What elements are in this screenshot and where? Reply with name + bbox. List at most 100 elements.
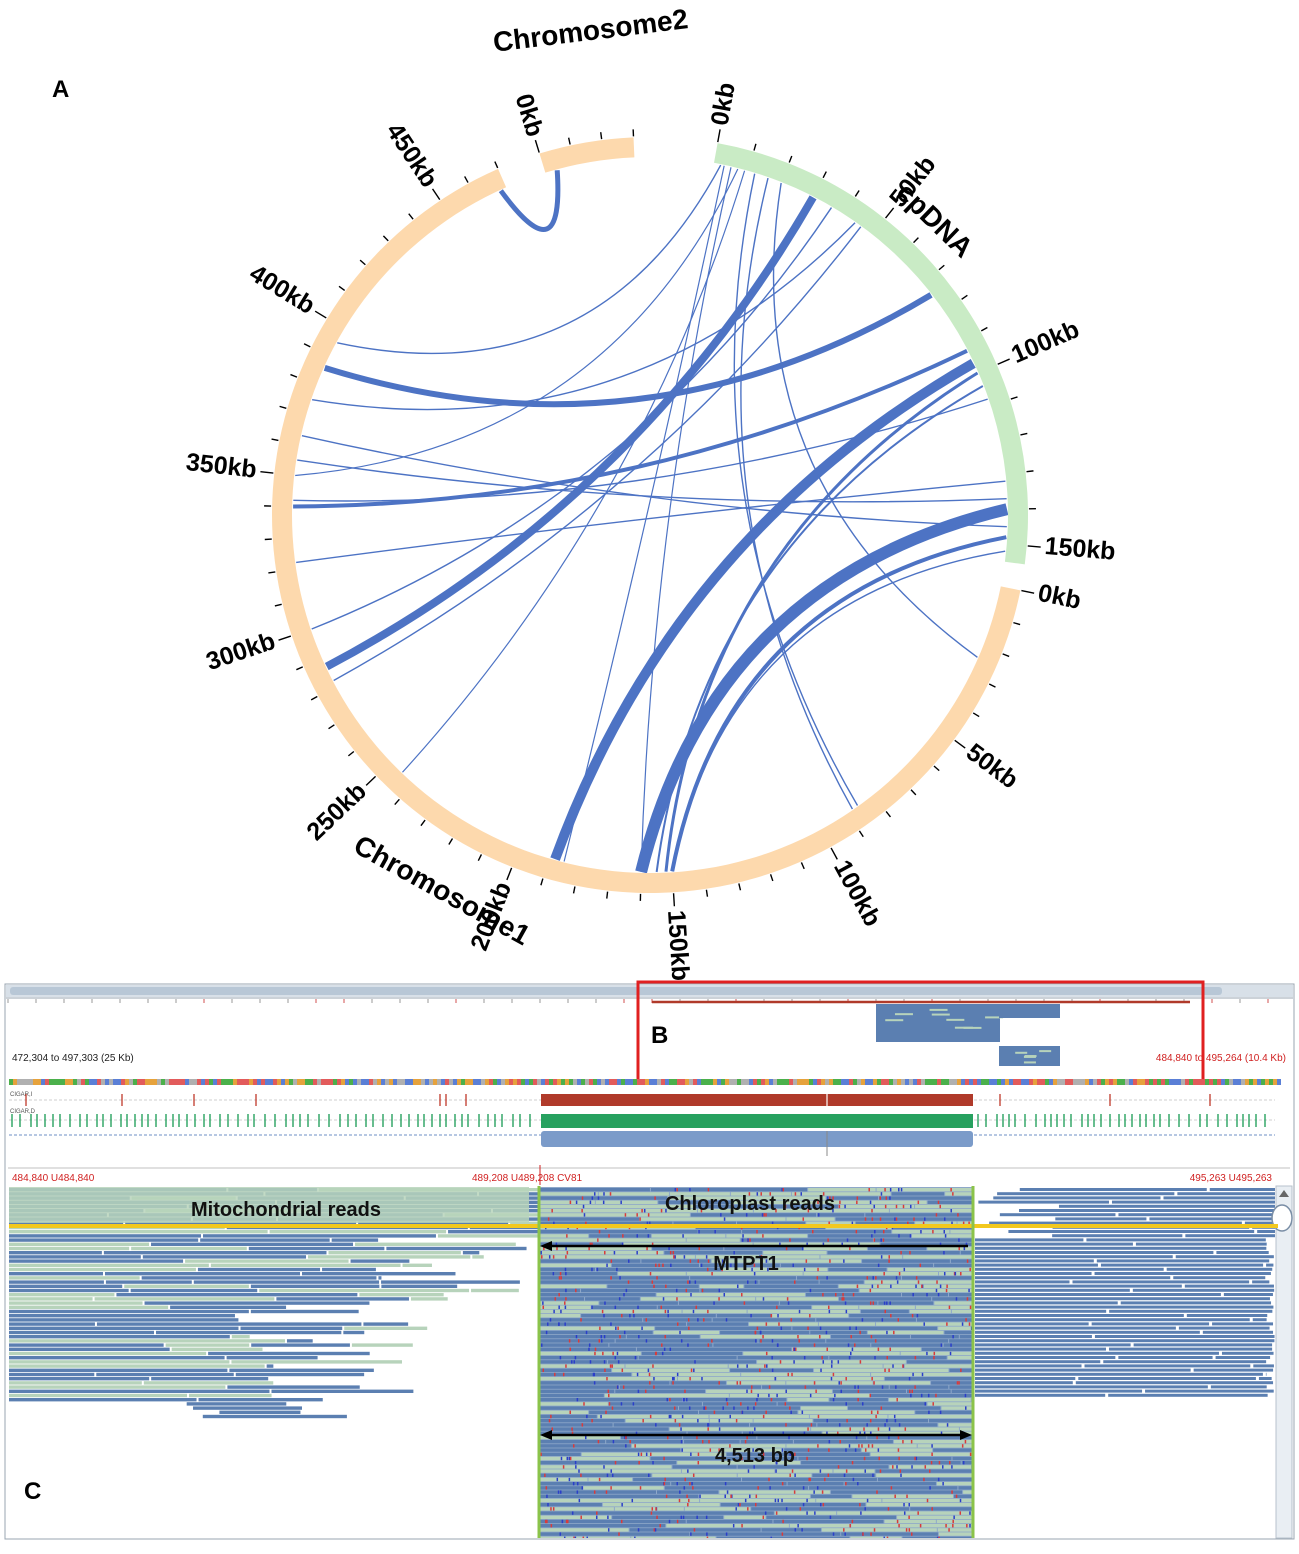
overview-right-range: 484,840 to 495,264 (10.4 Kb) (1156, 1053, 1286, 1064)
synteny-link (311, 207, 833, 630)
tick-mark (540, 878, 544, 886)
tick-mark (310, 695, 318, 701)
tick-mark (303, 343, 311, 348)
tick-mark (278, 635, 292, 641)
synteny-link (498, 170, 561, 232)
synteny-link (733, 173, 859, 806)
synteny-link (295, 168, 739, 477)
tick-label: 400kb (245, 259, 320, 320)
synteny-link (333, 226, 862, 682)
igv-browser: 472,304 to 497,303 (25 Kb) 484,840 to 49… (4, 980, 1295, 1540)
circos-ticks (260, 129, 1041, 907)
tick-mark (347, 750, 355, 757)
tick-mark (477, 854, 483, 862)
tick-mark (268, 571, 276, 574)
tick-mark (1021, 589, 1035, 594)
scroll-up-arrow-icon[interactable] (1279, 1190, 1289, 1197)
tick-label: 350kb (185, 448, 259, 484)
synteny-link (655, 385, 984, 873)
tick-mark (328, 724, 335, 730)
tick-mark (494, 161, 499, 169)
tick-mark (394, 798, 400, 806)
tick-mark (464, 176, 469, 183)
chromosome2-label: Chromosome2 (491, 3, 689, 58)
chromosome2-arc (539, 137, 635, 173)
tick-mark (1002, 653, 1010, 658)
tick-mark (1026, 470, 1034, 473)
overview-read-block (999, 1004, 1060, 1018)
vertical-scrollbar[interactable] (1275, 1185, 1293, 1539)
tick-mark (858, 830, 864, 838)
arrow-left-icon (540, 1241, 552, 1251)
tick-mark (705, 889, 709, 897)
tick-mark (822, 171, 827, 179)
synteny-link (293, 349, 968, 509)
overview-alignment-thumbnail (652, 1000, 1190, 1066)
arrow-right-icon (960, 1430, 972, 1440)
synteny-link (301, 434, 1007, 528)
tick-mark (420, 819, 426, 827)
tick-mark (448, 838, 454, 845)
tick-mark (534, 139, 540, 153)
tick-mark (830, 847, 838, 860)
tick-mark (359, 259, 366, 266)
synteny-link (740, 177, 854, 810)
synteny-link (323, 292, 933, 408)
tick-mark (600, 132, 603, 140)
synteny-link (635, 503, 1009, 874)
span-length-label: 4,513 bp (715, 1445, 795, 1467)
tick-label: 0kb (1036, 579, 1084, 615)
tick-mark (910, 789, 917, 796)
tick-mark (854, 190, 860, 197)
tick-mark (988, 683, 996, 688)
tick-label: 0kb (510, 91, 549, 140)
ruler-left-coord: 484,840 U484,840 (12, 1173, 95, 1184)
circos-links (293, 164, 1009, 874)
sequence-color-band (9, 1079, 1281, 1085)
tick-mark (274, 603, 282, 607)
tick-label: 50kb (961, 738, 1023, 794)
cpDNA-arc (714, 143, 1028, 565)
tick-mark (408, 213, 414, 220)
tick-mark (738, 883, 742, 891)
tick-mark (1010, 396, 1018, 400)
tick-mark (279, 405, 287, 410)
tick-mark (997, 358, 1010, 365)
synteny-link (296, 480, 1006, 564)
tick-label: 150kb (1044, 532, 1117, 566)
synteny-link (312, 222, 856, 411)
tick-label: 450kb (381, 118, 444, 193)
tick-mark (290, 373, 298, 378)
tick-mark (933, 765, 940, 772)
tick-mark (788, 155, 793, 163)
tick-mark (296, 666, 304, 671)
tick-mark (431, 188, 441, 201)
tick-label: 150kb (662, 909, 694, 981)
tick-mark (913, 237, 919, 244)
scrollbar-thumb[interactable] (10, 987, 1222, 995)
ruler-right-coord: 495,263 U495,263 (1190, 1173, 1273, 1184)
feature-bar-red (541, 1094, 973, 1106)
mtpt1-label: MTPT1 (713, 1253, 779, 1275)
annotation-tracks (9, 1094, 1275, 1156)
tick-label: 300kb (203, 627, 279, 676)
track-label-cigar-i: CIGAR,I (10, 1092, 33, 1098)
arrow-left-icon (540, 1430, 552, 1440)
panel-label-b: B (651, 1022, 668, 1049)
tick-mark (769, 874, 774, 882)
tick-mark (1013, 621, 1021, 626)
synteny-link (772, 182, 978, 658)
circos-segments (271, 137, 1028, 894)
tick-mark (954, 739, 966, 749)
tick-mark (961, 294, 968, 300)
tick-mark (382, 235, 389, 242)
tick-mark (314, 310, 327, 319)
tick-mark (1020, 432, 1028, 436)
tick-mark (972, 712, 980, 718)
chromosome1-arc (271, 168, 1021, 894)
tick-mark (800, 862, 805, 870)
ruler-middle-coord: 489,208 U489,208 CV81 (472, 1173, 583, 1184)
tick-label: 100kb (828, 856, 886, 932)
panel-label-a: A (52, 76, 69, 103)
